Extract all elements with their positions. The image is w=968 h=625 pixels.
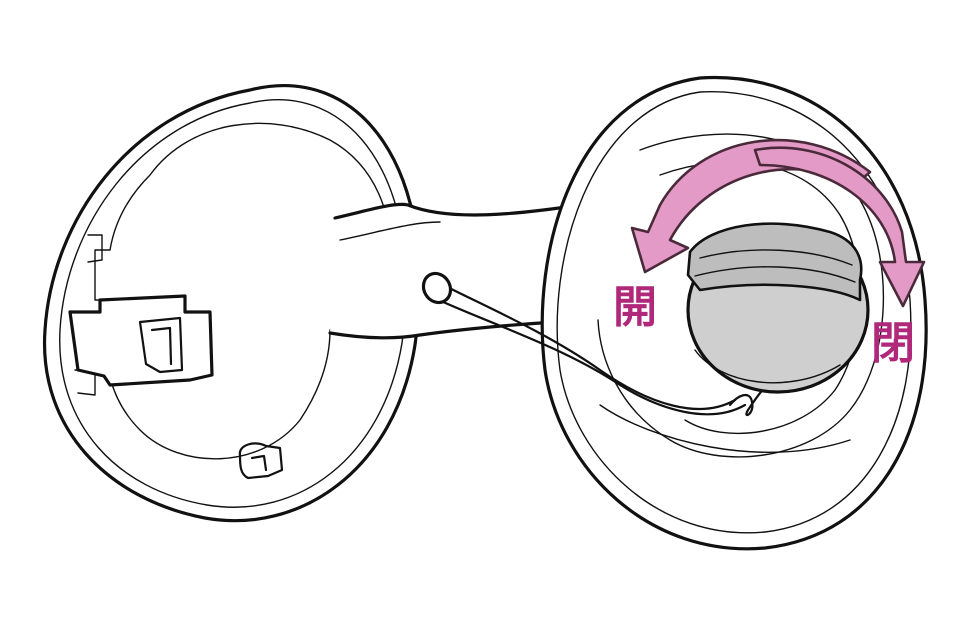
clockwise-arrow-icon [753, 146, 926, 308]
filler-recess-floor [599, 404, 851, 453]
fuel-cap-grip-ridge [694, 266, 856, 283]
fuel-cap [686, 222, 870, 394]
fuel-cap-grip [686, 222, 863, 302]
fuel-door-tether-clip [238, 442, 284, 480]
fuel-cap-rim [694, 349, 841, 384]
counterclockwise-arrow-icon [630, 138, 872, 274]
tether-end-knob [421, 271, 453, 305]
fuel-door-outer-rim [42, 84, 422, 523]
tether-cord [428, 294, 747, 416]
fuel-door-latch-hook [138, 316, 184, 374]
open-direction-label: 開 [613, 282, 657, 333]
tether-cord-lower [428, 276, 737, 411]
rotation-arrows [630, 138, 926, 308]
fuel-door-inner-rim [59, 99, 407, 508]
fuel-door-notch-top [87, 234, 103, 263]
fuel-door [42, 84, 422, 523]
close-direction-label: 閉 [871, 318, 915, 369]
hinge-arm-edge [339, 221, 441, 241]
fuel-cap-grip-ridge-2 [699, 249, 853, 266]
